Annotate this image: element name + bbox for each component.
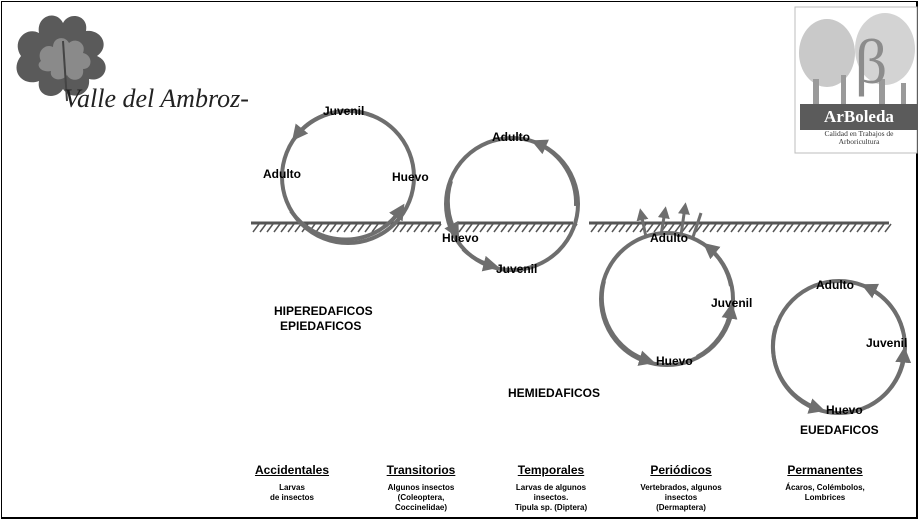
category-title: Permanentes bbox=[787, 463, 863, 477]
cycle-1 bbox=[280, 108, 416, 245]
cycle-3 bbox=[599, 202, 738, 367]
cycle2-top-label: Adulto bbox=[492, 130, 530, 144]
cycle1-right-label: Huevo bbox=[392, 170, 429, 184]
cycle-2 bbox=[444, 136, 580, 272]
category-transitorios: Transitorios Algunos insectos (Coleopter… bbox=[372, 463, 470, 513]
cycle4-bottom-label: Huevo bbox=[826, 403, 863, 417]
group-hemiedaficos: HEMIEDAFICOS bbox=[508, 386, 601, 400]
oak-leaf-icon bbox=[16, 15, 106, 102]
category-desc: Larvas de insectos bbox=[269, 483, 314, 502]
category-desc: Ácaros, Colémbolos, Lombrices bbox=[785, 483, 865, 502]
category-title: Accidentales bbox=[254, 463, 330, 477]
brand-right-tagline: Calidad en Trabajos de Arboricultura bbox=[824, 129, 894, 146]
group-hiperedaficos: HIPEREDAFICOS bbox=[274, 304, 373, 318]
cycle3-right-label: Juvenil bbox=[711, 296, 753, 310]
category-title: Transitorios bbox=[386, 463, 456, 477]
cycle4-top-label: Adulto bbox=[816, 278, 854, 292]
cycle3-bottom-label: Huevo bbox=[656, 354, 693, 368]
cycle3-top-label: Adulto bbox=[650, 231, 688, 245]
category-accidentales: Accidentales Larvas de insectos bbox=[246, 463, 338, 503]
category-temporales: Temporales Larvas de algunos insectos. T… bbox=[496, 463, 606, 513]
cycle-4 bbox=[770, 279, 912, 415]
category-title: Periódicos bbox=[650, 463, 712, 477]
group-epiedaficos: EPIEDAFICOS bbox=[280, 319, 362, 333]
category-periodicos: Periódicos Vertebrados, algunos insectos… bbox=[628, 463, 734, 513]
category-permanentes: Permanentes Ácaros, Colémbolos, Lombrice… bbox=[770, 463, 880, 503]
cycle2-left-label: Huevo bbox=[442, 231, 479, 245]
beta-symbol: β bbox=[855, 26, 888, 97]
brand-right-name: ArBoleda bbox=[800, 104, 918, 130]
category-title: Temporales bbox=[517, 463, 585, 477]
cycle2-bottom-label: Juvenil bbox=[496, 262, 538, 276]
brand-left-text: Valle del Ambroz- bbox=[64, 84, 249, 113]
cycle1-left-label: Adulto bbox=[263, 167, 301, 181]
cycle1-top-label: Juvenil bbox=[323, 104, 365, 118]
category-desc: Algunos insectos (Coleoptera, Coccinelid… bbox=[387, 483, 455, 512]
group-euedaficos: EUEDAFICOS bbox=[800, 423, 879, 437]
category-desc: Larvas de algunos insectos. Tipula sp. (… bbox=[514, 483, 588, 512]
ground-surface bbox=[251, 221, 892, 233]
category-desc: Vertebrados, algunos insectos (Dermapter… bbox=[640, 483, 722, 512]
cycle4-right-label: Juvenil bbox=[866, 336, 908, 350]
